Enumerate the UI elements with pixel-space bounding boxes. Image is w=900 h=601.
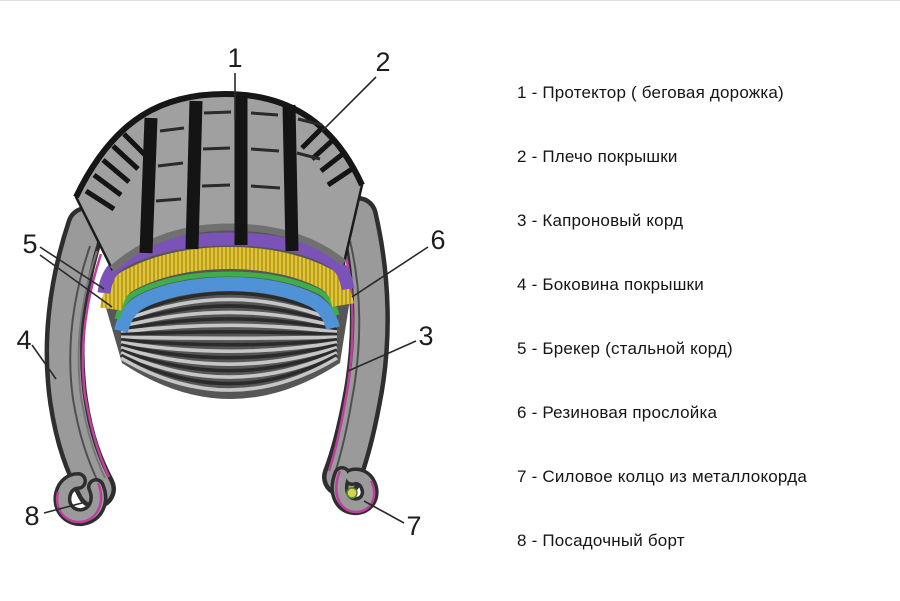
callout-leader-line-5: [39, 254, 113, 308]
sidewall-right: [326, 200, 386, 493]
callout-leader-line-5: [39, 246, 105, 290]
tread-grooves: [139, 96, 299, 254]
legend-item: 8 - Посадочный борт: [517, 531, 685, 550]
sidewall-left: [49, 210, 112, 505]
cord-ply-line: [120, 304, 338, 326]
sidewall-left-ply-line: [69, 245, 100, 485]
bead-liner-right: [335, 470, 376, 514]
tire-diagram-panel: 1 2 5 4 8 6 3 7: [0, 1, 500, 601]
callout-leader-line-6: [351, 246, 429, 298]
tread-shoulder-sipes-left: [84, 132, 150, 212]
cord-ply-line: [120, 317, 338, 332]
cord-ply-line: [120, 297, 338, 324]
layer-breaker-hatch: [100, 246, 354, 311]
bead-hook-right: [334, 469, 376, 512]
callout-number-4: 4: [16, 325, 31, 355]
cord-ply-line: [120, 323, 338, 334]
cord-ply-line: [120, 340, 338, 354]
callout-numbers: 1 2 5 4 8 6 3 7: [16, 43, 445, 541]
legend-item: 4 - Боковина покрышки: [517, 275, 704, 294]
cord-ply-line: [120, 348, 338, 373]
cord-ply-line: [120, 343, 338, 360]
callouts: [31, 73, 429, 524]
cord-ply-line: [120, 345, 338, 366]
legend-item: 3 - Капроновый корд: [517, 211, 684, 230]
bead-hook-left: [56, 475, 104, 523]
legend-panel: 1 - Протектор ( беговая дорожка) 2 - Пле…: [517, 83, 807, 551]
legend-item: 1 - Протектор ( беговая дорожка): [517, 83, 784, 102]
callout-number-6: 6: [430, 225, 445, 255]
cord-ply-line: [120, 351, 338, 379]
callout-number-3: 3: [418, 321, 433, 351]
tread-shoulder-sipes-right: [300, 125, 354, 188]
cord-ply-line: [120, 338, 338, 347]
callout-number-5: 5: [22, 229, 37, 259]
legend-item: 6 - Резиновая прослойка: [517, 403, 718, 422]
layer-blue: [114, 276, 340, 333]
legend-item: 7 - Силовое колцо из металлокорда: [517, 467, 807, 486]
legend-item: 5 - Брекер (стальной корд): [517, 339, 733, 358]
legend-item: 2 - Плечо покрышки: [517, 147, 678, 166]
cord-ply-line: [120, 330, 338, 337]
cord-plies: [120, 291, 338, 392]
tire-cutaway: [44, 90, 390, 526]
layer-green: [114, 271, 340, 320]
cord-ply-line: [120, 310, 338, 329]
cord-ply-line: [120, 335, 338, 341]
callout-number-8: 8: [24, 501, 39, 531]
tread-rim-edge: [73, 90, 365, 199]
inner-liner-left: [81, 253, 111, 478]
callout-leader-line-8: [43, 502, 83, 514]
cord-ply-line: [120, 291, 338, 321]
cord-ply-line: [120, 353, 338, 386]
bead-liner-left: [55, 482, 103, 524]
callout-number-7: 7: [406, 511, 421, 541]
callout-number-2: 2: [375, 47, 390, 77]
callout-leader-line-7: [363, 500, 405, 524]
bead-ring-dot: [346, 487, 358, 499]
sidewall-right-ply-line: [334, 240, 361, 474]
sidewall-left-ply-line: [77, 250, 106, 479]
callout-leader-line-2: [321, 76, 377, 132]
tread-rib-sipes: [155, 110, 323, 203]
callout-leader-line-3: [347, 340, 417, 372]
callout-leader-line-4: [31, 344, 57, 380]
callout-number-1: 1: [227, 43, 242, 73]
cord-ply-line: [120, 356, 338, 392]
tire-figure-svg: 1 2 5 4 8 6 3 7: [16, 43, 445, 541]
